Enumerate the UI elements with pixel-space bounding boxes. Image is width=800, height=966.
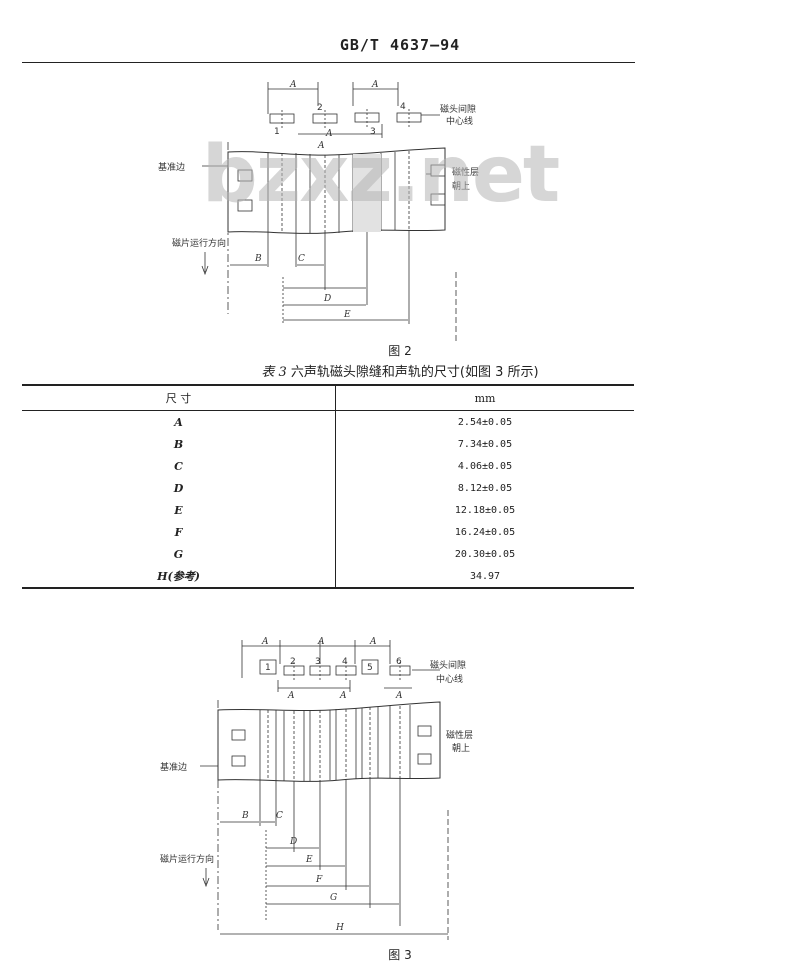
fig2-dim-a-gap-2: A xyxy=(317,141,325,151)
fig3-dim-a-top-1: A xyxy=(261,637,269,647)
table-cell-value: 7.34±0.05 xyxy=(457,438,513,450)
table-row: H(参考) 34.97 xyxy=(22,565,634,588)
table-row: D 8.12±0.05 xyxy=(22,477,634,499)
fig3-dim-a-gap-1: A xyxy=(287,691,295,701)
table-row: C 4.06±0.05 xyxy=(22,455,634,477)
table-cell-value: 4.06±0.05 xyxy=(457,460,513,472)
fig3-head-number-1: 1 xyxy=(265,663,271,673)
table-cell-value: 34.97 xyxy=(469,570,501,582)
figure-3-caption: 图 3 xyxy=(388,948,412,962)
fig2-head-number-4: 4 xyxy=(400,102,406,112)
fig3-head-number-4: 4 xyxy=(342,657,348,667)
fig3-dim-a-top-3: A xyxy=(369,637,377,647)
table-title-text: 六声轨磁头隙缝和声轨的尺寸(如图 3 所示) xyxy=(290,365,539,380)
table-header-dimension: 尺 寸 xyxy=(22,385,336,411)
table-title-prefix: 表 3 xyxy=(261,365,287,380)
fig2-dim-e: E xyxy=(343,310,351,320)
fig3-head-number-2: 2 xyxy=(290,657,296,667)
table-header-row: 尺 寸 mm xyxy=(22,385,634,411)
fig3-magnetic-side-label-2: 朝上 xyxy=(452,743,470,754)
fig2-direction-label: 磁片运行方向 xyxy=(172,237,226,249)
table-row: G 20.30±0.05 xyxy=(22,543,634,565)
fig2-dim-d: D xyxy=(323,294,331,304)
fig3-head-number-5: 5 xyxy=(367,663,373,673)
header-rule xyxy=(22,62,635,63)
fig3-centerline-label-2: 中心线 xyxy=(436,673,463,685)
table-title: 表 3 六声轨磁头隙缝和声轨的尺寸(如图 3 所示) xyxy=(0,361,800,380)
table-cell-dimension: G xyxy=(22,543,336,565)
table-cell-value: 12.18±0.05 xyxy=(454,504,516,516)
figure-3-diagram: A A A 1 2 3 4 5 6 A A A 磁头间隙 中心线 磁性层 朝上 … xyxy=(160,637,473,940)
table-cell-value: 20.30±0.05 xyxy=(454,548,516,560)
table-cell-dimension: B xyxy=(22,433,336,455)
fig3-dim-a-top-2: A xyxy=(317,637,325,647)
fig2-magnetic-side-label-2: 朝上 xyxy=(452,181,470,192)
page-header: GB/T 4637—94 xyxy=(339,36,461,54)
fig3-magnetic-side-label-1: 磁性层 xyxy=(446,729,473,741)
table-cell-dimension: H(参考) xyxy=(22,565,336,588)
watermark: bzxz.net xyxy=(201,130,560,220)
fig3-reference-edge-label: 基准边 xyxy=(160,761,187,773)
fig3-dim-a-gap-2: A xyxy=(339,691,347,701)
fig3-centerline-label-1: 磁头间隙 xyxy=(430,659,466,671)
fig3-dim-e: E xyxy=(305,855,313,865)
fig3-dim-d: D xyxy=(289,837,297,847)
table-cell-value: 2.54±0.05 xyxy=(457,416,513,428)
fig2-head-number-2: 2 xyxy=(317,103,323,113)
table-cell-value: 8.12±0.05 xyxy=(457,482,513,494)
fig2-head-number-1: 1 xyxy=(274,127,280,137)
figure-2-diagram: A A 1 2 3 4 A A 磁头间隙 中心线 基准边 磁性层 朝上 磁片运行… xyxy=(158,80,479,344)
fig2-reference-edge-label: 基准边 xyxy=(158,161,185,173)
table-row: A 2.54±0.05 xyxy=(22,410,634,433)
fig3-dim-h: H xyxy=(335,923,344,933)
fig2-dim-a-top-1: A xyxy=(289,80,297,90)
table-row: E 12.18±0.05 xyxy=(22,499,634,521)
fig3-direction-label: 磁片运行方向 xyxy=(160,853,214,865)
table-cell-dimension: E xyxy=(22,499,336,521)
fig3-head-number-3: 3 xyxy=(315,657,321,667)
fig2-head-number-3: 3 xyxy=(370,127,376,137)
table-header-unit: mm xyxy=(335,385,634,411)
table-cell-dimension: A xyxy=(22,410,336,433)
fig2-centerline-label-2: 中心线 xyxy=(446,115,473,127)
fig3-dim-b: B xyxy=(241,811,249,821)
fig3-dim-g: G xyxy=(330,893,337,903)
fig2-dim-c: C xyxy=(298,254,305,264)
table-cell-dimension: D xyxy=(22,477,336,499)
fig3-dim-c: C xyxy=(276,811,283,821)
fig3-dim-f: F xyxy=(315,875,323,885)
fig2-centerline-label-1: 磁头间隙 xyxy=(440,103,476,115)
fig2-dim-a-top-2: A xyxy=(371,80,379,90)
fig3-head-number-6: 6 xyxy=(396,657,402,667)
fig2-dim-a-gap-1: A xyxy=(325,129,333,139)
table-row: B 7.34±0.05 xyxy=(22,433,634,455)
fig2-dim-b: B xyxy=(254,254,262,264)
table-cell-value: 16.24±0.05 xyxy=(454,526,516,538)
table-cell-dimension: F xyxy=(22,521,336,543)
table-row: F 16.24±0.05 xyxy=(22,521,634,543)
figure-2-caption: 图 2 xyxy=(388,344,412,358)
table-cell-dimension: C xyxy=(22,455,336,477)
fig3-dim-a-gap-3: A xyxy=(395,691,403,701)
fig2-magnetic-side-label-1: 磁性层 xyxy=(452,166,479,178)
